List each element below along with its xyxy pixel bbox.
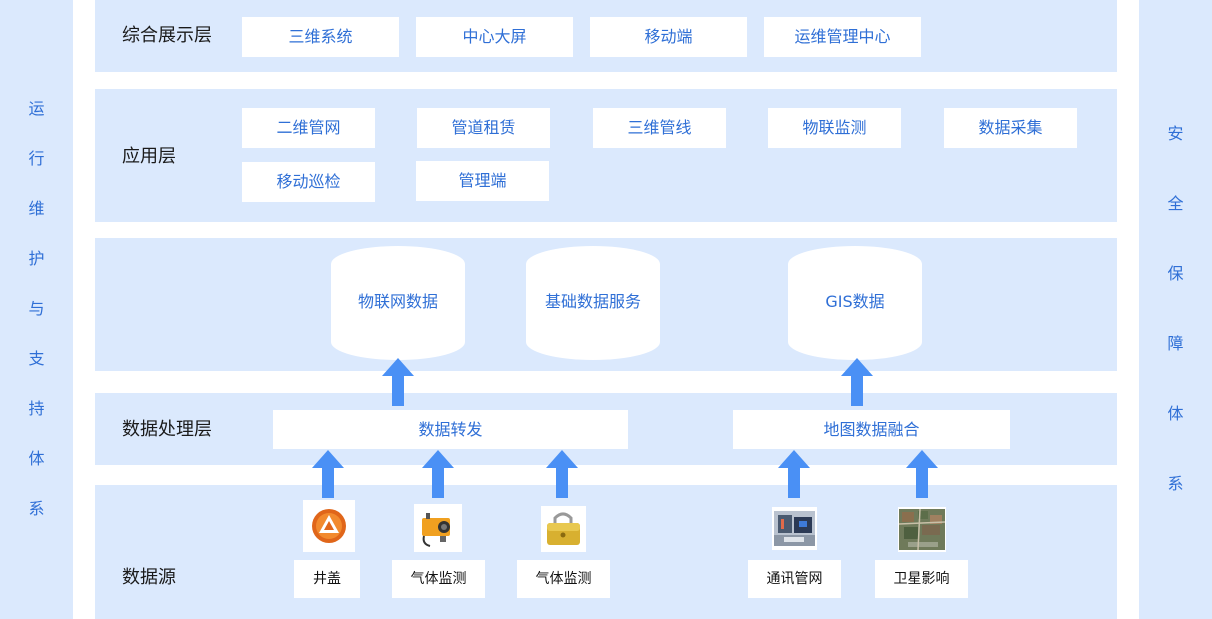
- ops-support-char: 体: [28, 449, 45, 468]
- satellite-image-icon: [898, 507, 946, 552]
- manhole-cover-icon: [303, 500, 355, 552]
- application-layer-label: 应用层: [122, 146, 176, 167]
- ops-support-char: 护: [28, 249, 45, 268]
- ops-support-char: 维: [28, 199, 45, 218]
- security-assurance-panel: 安 全 保 障 体 系: [1139, 0, 1212, 619]
- padlock-sensor-icon: [541, 506, 586, 552]
- source-manhole-label: 井盖: [294, 560, 360, 598]
- up-arrow-icon: [382, 358, 414, 406]
- up-arrow-icon: [841, 358, 873, 406]
- application-item-3d-pipeline: 三维管线: [593, 108, 726, 148]
- ops-support-char: 系: [28, 499, 45, 518]
- security-char: 系: [1167, 474, 1184, 493]
- security-char: 安: [1167, 124, 1184, 143]
- security-char: 保: [1167, 264, 1184, 283]
- up-arrow-icon: [422, 450, 454, 498]
- security-char: 全: [1167, 194, 1184, 213]
- map-data-fusion-box: 地图数据融合: [733, 410, 1010, 449]
- ops-support-char: 支: [28, 349, 45, 368]
- iot-data-cylinder: 物联网数据: [331, 246, 465, 360]
- data-forwarding-box: 数据转发: [273, 410, 628, 449]
- source-satellite-label: 卫星影响: [875, 560, 968, 598]
- presentation-layer-label: 综合展示层: [122, 25, 212, 46]
- up-arrow-icon: [906, 450, 938, 498]
- application-item-iot-monitoring: 物联监测: [768, 108, 901, 148]
- application-item-mobile-inspection: 移动巡检: [242, 162, 375, 202]
- ops-support-char: 与: [28, 299, 45, 318]
- basic-data-service-cylinder: 基础数据服务: [526, 246, 660, 360]
- up-arrow-icon: [312, 450, 344, 498]
- presentation-item-mobile: 移动端: [590, 17, 747, 57]
- basic-data-service-label: 基础数据服务: [544, 292, 641, 311]
- application-item-management: 管理端: [416, 161, 549, 201]
- ops-support-char: 持: [28, 399, 45, 418]
- source-gas-monitor-label: 气体监测: [517, 560, 610, 598]
- presentation-item-ops-center: 运维管理中心: [764, 17, 921, 57]
- data-source-band: [95, 485, 1117, 619]
- presentation-item-3d-system: 三维系统: [242, 17, 399, 57]
- processing-layer-label: 数据处理层: [122, 419, 212, 440]
- ops-support-char: 运: [28, 99, 45, 118]
- source-gas-monitor-label: 气体监测: [392, 560, 485, 598]
- presentation-item-big-screen: 中心大屏: [416, 17, 573, 57]
- application-item-pipe-leasing: 管道租赁: [417, 108, 550, 148]
- ops-support-panel: 运 行 维 护 与 支 持 体 系: [0, 0, 73, 619]
- ops-support-char: 行: [28, 149, 45, 168]
- data-source-layer-label: 数据源: [122, 567, 176, 588]
- security-char: 障: [1167, 334, 1184, 353]
- application-item-2d-network: 二维管网: [242, 108, 375, 148]
- up-arrow-icon: [546, 450, 578, 498]
- gas-detector-icon: [414, 504, 462, 552]
- gis-data-cylinder: GIS数据: [788, 246, 922, 360]
- up-arrow-icon: [778, 450, 810, 498]
- source-comm-network-label: 通讯管网: [748, 560, 841, 598]
- application-item-data-collection: 数据采集: [944, 108, 1077, 148]
- iot-data-label: 物联网数据: [357, 292, 438, 311]
- gis-data-label: GIS数据: [825, 292, 885, 311]
- security-char: 体: [1167, 404, 1184, 423]
- comm-network-photo-icon: [772, 507, 817, 550]
